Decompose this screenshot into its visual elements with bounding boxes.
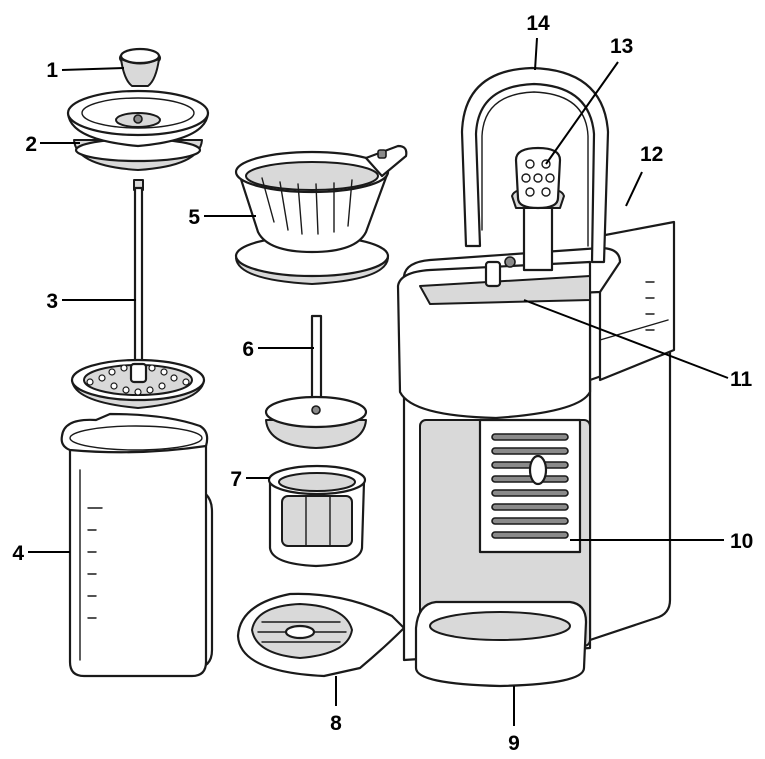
leader-lines [28,37,729,726]
callout-numbers: 1 2 3 4 5 6 7 8 9 10 11 12 13 14 [12,12,753,755]
callout-1: 1 [46,59,58,82]
callout-6: 6 [242,338,254,361]
callout-14: 14 [526,12,550,35]
callout-12: 12 [640,143,663,166]
coffee-maker-base [396,220,676,688]
callout-5: 5 [188,206,200,229]
shower-head [514,146,562,210]
callout-7: 7 [230,468,242,491]
drip-tray [236,592,406,678]
press-knob [118,47,162,87]
callout-2: 2 [25,133,37,156]
press-lid [66,89,210,171]
callout-3: 3 [46,290,58,313]
plunger-assembly [70,179,206,409]
callout-9: 9 [508,732,520,755]
filter-cone [234,144,408,285]
callout-11: 11 [730,368,753,391]
callout-4: 4 [12,542,24,565]
mesh-filter-basket [267,464,367,568]
callout-13: 13 [610,35,633,58]
callout-10: 10 [730,530,753,553]
carafe [60,412,214,678]
callout-8: 8 [330,712,342,735]
brew-stem [264,314,368,449]
